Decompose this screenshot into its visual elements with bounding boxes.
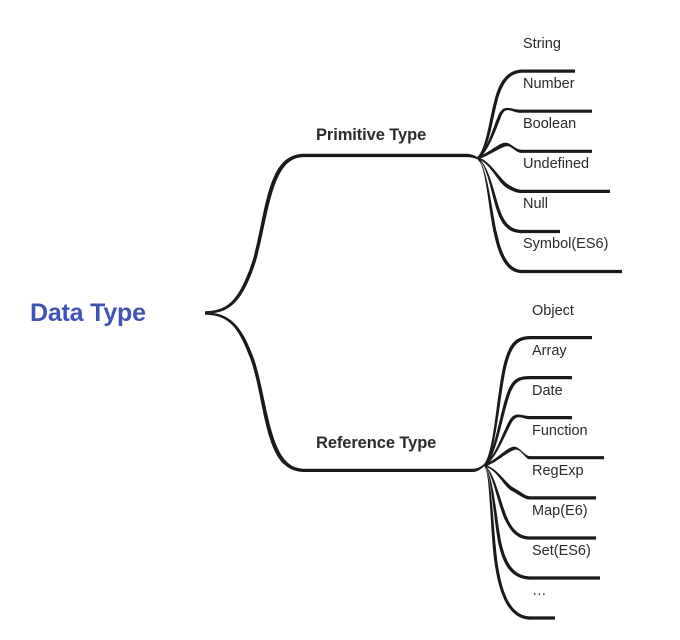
edge-reference-function — [484, 446, 530, 467]
reference-leaf-labels: Object Array Date Function RegExp Map(E6… — [532, 303, 591, 599]
branch-stem-reference — [303, 464, 484, 472]
leaf-label-boolean[interactable]: Boolean — [523, 116, 576, 132]
reference-leaf-edges — [484, 336, 530, 620]
leaf-label-map-e6[interactable]: Map(E6) — [532, 503, 588, 519]
leaf-label-string[interactable]: String — [523, 36, 561, 52]
edge-primitive-null — [477, 158, 522, 234]
primitive-leaf-labels: String Number Boolean Undefined Null Sym… — [523, 36, 608, 252]
root-edges — [205, 153, 303, 472]
edge-reference-ellipsis — [484, 465, 530, 620]
branch-label-primitive-type[interactable]: Primitive Type — [316, 126, 426, 144]
branch-stem-primitive — [303, 153, 477, 160]
leaf-label-array[interactable]: Array — [532, 343, 567, 359]
leaf-label-set-es6[interactable]: Set(ES6) — [532, 543, 591, 559]
leaf-label-symbol-es6[interactable]: Symbol(ES6) — [523, 236, 608, 252]
edge-primitive-number — [477, 107, 522, 160]
leaf-label-undefined[interactable]: Undefined — [523, 156, 589, 172]
edge-reference-map — [484, 465, 530, 540]
primitive-leaf-edges — [477, 69, 522, 274]
root-node-label[interactable]: Data Type — [30, 299, 146, 327]
stem-primitive-line — [303, 153, 477, 160]
edge-root-to-primitive — [205, 153, 303, 314]
edge-primitive-undefined — [477, 157, 522, 194]
leaf-underlines — [522, 69, 622, 620]
leaf-label-ellipsis[interactable]: … — [532, 583, 547, 599]
leaf-label-object[interactable]: Object — [532, 303, 574, 319]
edge-primitive-boolean — [477, 142, 522, 160]
leaf-label-null[interactable]: Null — [523, 196, 548, 212]
leaf-label-regexp[interactable]: RegExp — [532, 463, 584, 479]
edge-primitive-string — [477, 69, 522, 160]
edge-primitive-symbol — [477, 158, 522, 274]
branch-label-reference-type[interactable]: Reference Type — [316, 434, 436, 452]
stem-reference-line — [303, 464, 484, 472]
edge-reference-regexp — [484, 465, 530, 500]
edge-root-to-reference — [205, 312, 303, 472]
edge-reference-object — [484, 336, 530, 467]
leaf-label-number[interactable]: Number — [523, 76, 575, 92]
edge-reference-date — [484, 414, 530, 467]
edge-reference-array — [484, 376, 530, 467]
leaf-label-function[interactable]: Function — [532, 423, 588, 439]
leaf-label-date[interactable]: Date — [532, 383, 563, 399]
